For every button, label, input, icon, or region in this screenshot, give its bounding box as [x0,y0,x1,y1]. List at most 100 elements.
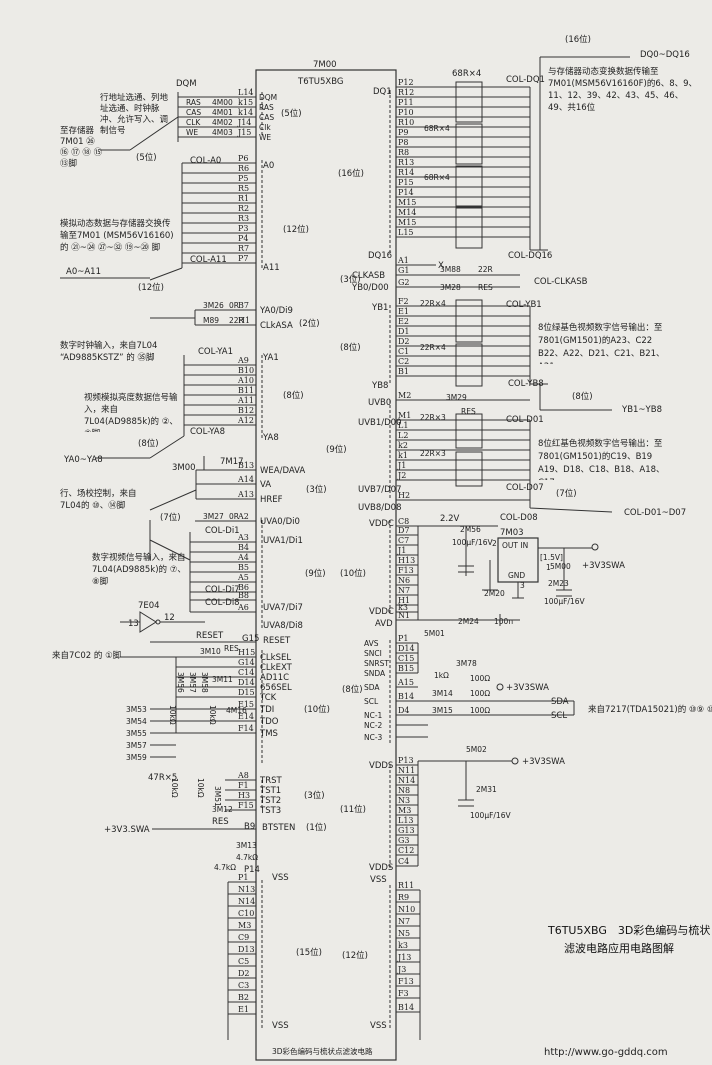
resistor-pack [455,81,483,123]
av-part-3m15: 3M15 [432,706,453,715]
right-pin-number: D2 [398,337,410,346]
reg-n1: 1 [546,563,551,572]
reset-in-label: 13 [128,619,139,629]
right-pin-number: k3 [398,941,408,950]
av-part-1k: 1kΩ [434,671,449,680]
dq-bus-label: COL-DQ1 [506,75,545,85]
left-pin-signal: TCK [259,693,277,703]
reg-cap3: 2M23 [548,579,569,588]
clk-out-label: COL-CLKASB [534,277,588,287]
left-pin-signal: CLkSEL [260,653,291,663]
dq-inner-16: DQ16 [368,251,392,261]
right-pin-number: J3 [397,965,406,974]
left-pin-net: RAS [186,98,201,107]
left-pin-number: N13 [238,885,255,894]
yb-bus-end-label: COL-YB8 [508,379,544,389]
av-part-3m78: 3M78 [456,659,477,668]
btst-part-4k7-a: 4.7kΩ [236,853,258,862]
right-pin-number: M1 [398,411,411,420]
right-pin-number: F3 [398,989,409,998]
btst-part-4k7-b: 4.7kΩ [214,863,236,872]
right-pin-number: F13 [398,977,414,986]
left-pin-number: C5 [238,957,249,966]
tap-res-val: 47R×5 [148,773,177,783]
left-pin-signal: WEA/DAVA [260,466,305,476]
uva-inner-1: UVA1/Di1 [263,536,303,546]
misc-part-3m58: 3M58 [200,672,209,693]
right-pin-number: R14 [398,168,414,177]
left-pin-number: A4 [237,553,249,562]
right-pin-number: k2 [398,441,408,450]
ctrl-inner-signal: CAS [259,113,274,122]
right-pin-number: F2 [398,297,409,306]
ya-note-box: 视频模拟亮度数据信号输入，来自7L04(AD9885k)的 ②、⑨脚 [84,393,178,432]
dq-note-box: 与存储器动态变换数据传输至7M01(MSM56V16160F)的6、8、9、11… [548,67,697,113]
ya-ext-count: (8位) [138,438,159,449]
right-pin-number: E2 [398,317,409,326]
right-pin-number: G1 [398,266,409,275]
av-supply: +3V3SWA [506,683,549,693]
left-pin-net: 3M26 [203,301,224,310]
right-pin-number: P1 [398,634,408,643]
left-pin-number: J14 [237,118,251,127]
left-pin-number: A6 [237,603,249,612]
misc-part-3m11: 3M11 [212,675,233,684]
btst-pin2: P14 [244,865,260,875]
ya-bus-line [95,355,185,459]
vdds-part-2m31: 2M31 [476,785,497,794]
left-pin-signal: TMS [259,729,278,739]
left-pin-number: B10 [238,366,254,375]
left-pin-value: 22R [229,316,244,325]
site-url[interactable]: http://www.go-gddq.com [544,1047,668,1058]
dq-top-count: (16位) [565,34,591,45]
uvb-res-22r-1: 22R×3 [420,413,446,422]
scl-label: SCL [551,711,567,721]
left-pin-number: J15 [237,128,251,137]
ya-ext-label: YA0~YA8 [63,455,103,465]
reg-n2: 2 [492,539,497,548]
right-pin-number: C7 [398,536,409,545]
ctrl-note: 行地址选通、列地址选通、时钟脉冲、允许写入、调制信号 [100,93,169,136]
left-pin-number: N14 [238,897,255,906]
right-pin-number: N1 [398,611,410,620]
left-pin-number: G14 [238,658,255,667]
left-pin-number: A13 [237,490,254,499]
uvb-count: (9位) [326,444,347,455]
uva-bus-end2: COL-Di8 [205,598,240,608]
addr-count: (12位) [283,224,309,235]
ya-bus-end-label: COL-YA8 [190,427,225,437]
reset-buffer-icon [139,611,157,633]
clk-no-connect: X [438,261,444,271]
left-pin-signal: CLkASA [260,321,293,331]
left-pin-number: H1 [238,316,250,325]
caption-line2: 滤波电路应用电路图解 [564,941,674,955]
right-pin-number: G2 [398,278,409,287]
clk-val-res: RES [478,283,493,292]
reset-label: RESET [196,631,224,641]
addr-inner-a0: A0 [263,161,274,171]
misc-part-3m57: 3M57 [188,672,197,693]
left-pin-number: P1 [238,873,248,882]
clk-net-3m28: 3M28 [440,283,461,292]
right-pin-number: L15 [398,228,414,237]
reset-out-label: 12 [164,613,175,623]
vss-left-count: (15位) [296,947,322,958]
addr-bus-label: COL-A0 [190,156,221,166]
iic-note: 来自7217(TDA15021)的 ⑩⑨ ⑩⑧脚 [588,704,712,715]
left-pin-number: R7 [238,244,249,253]
left-pin-net: WE [186,128,198,137]
misc-part-res: RES [224,644,239,653]
right-pin-group: P12R12P11P10R10P9P8R8R13R14P15P14M15M14M… [351,56,630,1040]
right-pin-number: C15 [398,654,414,663]
av-inner-signal: NC-2 [364,721,383,730]
yb-bus-line [529,306,612,411]
uva-count2: (9位) [305,568,326,579]
left-pin-number: R5 [238,184,249,193]
right-pin-number: M15 [398,198,416,207]
av-count: (8位) [342,684,363,695]
uvb-bus-mid-label: COL-D07 [506,483,544,493]
misc-line [120,656,177,733]
chip-body [255,69,397,1061]
right-pin-number: J1 [397,546,406,555]
